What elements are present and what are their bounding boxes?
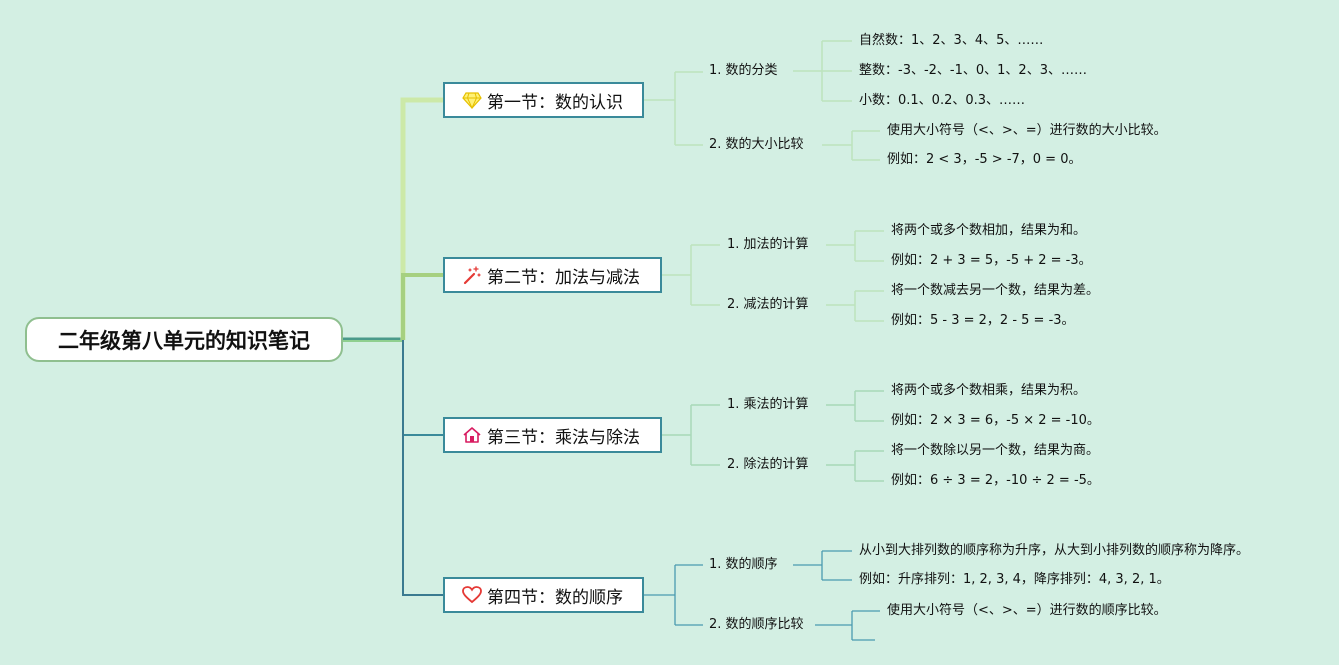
leaf-item[interactable]: 使用大小符号（<、>、=）进行数的大小比较。 [887,123,1167,138]
leaf-item[interactable]: 例如：2 < 3，-5 > -7，0 = 0。 [887,152,1082,167]
leaf-item[interactable]: 将两个或多个数相加，结果为和。 [891,223,1087,238]
diamond-icon [461,89,483,111]
magic-wand-icon [461,264,483,286]
sub-label[interactable]: 2. 减法的计算 [727,297,809,312]
sub-label[interactable]: 2. 数的顺序比较 [709,617,804,632]
leaf-item[interactable]: 使用大小符号（<、>、=）进行数的顺序比较。 [887,603,1167,618]
sub-label[interactable]: 1. 数的顺序 [709,557,778,572]
sub-label[interactable]: 1. 数的分类 [709,63,778,78]
leaf-item[interactable]: 从小到大排列数的顺序称为升序，从大到小排列数的顺序称为降序。 [859,543,1250,558]
leaf-item[interactable]: 小数：0.1、0.2、0.3、…… [859,93,1026,108]
leaf-item[interactable]: 例如：6 ÷ 3 = 2，-10 ÷ 2 = -5。 [891,473,1100,488]
sub-label[interactable]: 1. 加法的计算 [727,237,809,252]
section-1-topic[interactable]: 第一节：数的认识 [443,82,644,118]
sub-label[interactable]: 2. 除法的计算 [727,457,809,472]
leaf-item[interactable]: 将一个数除以另一个数，结果为商。 [891,443,1100,458]
section-2-title: 第二节：加法与减法 [487,267,640,288]
sub-label[interactable]: 1. 乘法的计算 [727,397,809,412]
section-3-title: 第三节：乘法与除法 [487,427,640,448]
section-1-title: 第一节：数的认识 [487,92,623,113]
leaf-item[interactable]: 例如：5 - 3 = 2，2 - 5 = -3。 [891,313,1075,328]
leaf-item[interactable]: 整数：-3、-2、-1、0、1、2、3、…… [859,63,1087,78]
heart-icon [461,584,483,606]
section-2-topic[interactable]: 第二节：加法与减法 [443,257,662,293]
section-3-topic[interactable]: 第三节：乘法与除法 [443,417,662,453]
leaf-item[interactable]: 例如：升序排列：1, 2, 3, 4，降序排列：4, 3, 2, 1。 [859,572,1170,587]
leaf-item[interactable]: 将两个或多个数相乘，结果为积。 [891,383,1087,398]
leaf-item[interactable]: 自然数：1、2、3、4、5、…… [859,33,1044,48]
section-4-title: 第四节：数的顺序 [487,587,623,608]
leaf-item[interactable]: 将一个数减去另一个数，结果为差。 [891,283,1100,298]
section-4-topic[interactable]: 第四节：数的顺序 [443,577,644,613]
house-icon [461,424,483,446]
leaf-item[interactable]: 例如：2 × 3 = 6，-5 × 2 = -10。 [891,413,1100,428]
sub-label[interactable]: 2. 数的大小比较 [709,137,804,152]
leaf-item[interactable]: 例如：2 + 3 = 5，-5 + 2 = -3。 [891,253,1092,268]
root-topic[interactable]: 二年级第八单元的知识笔记 [25,317,343,362]
